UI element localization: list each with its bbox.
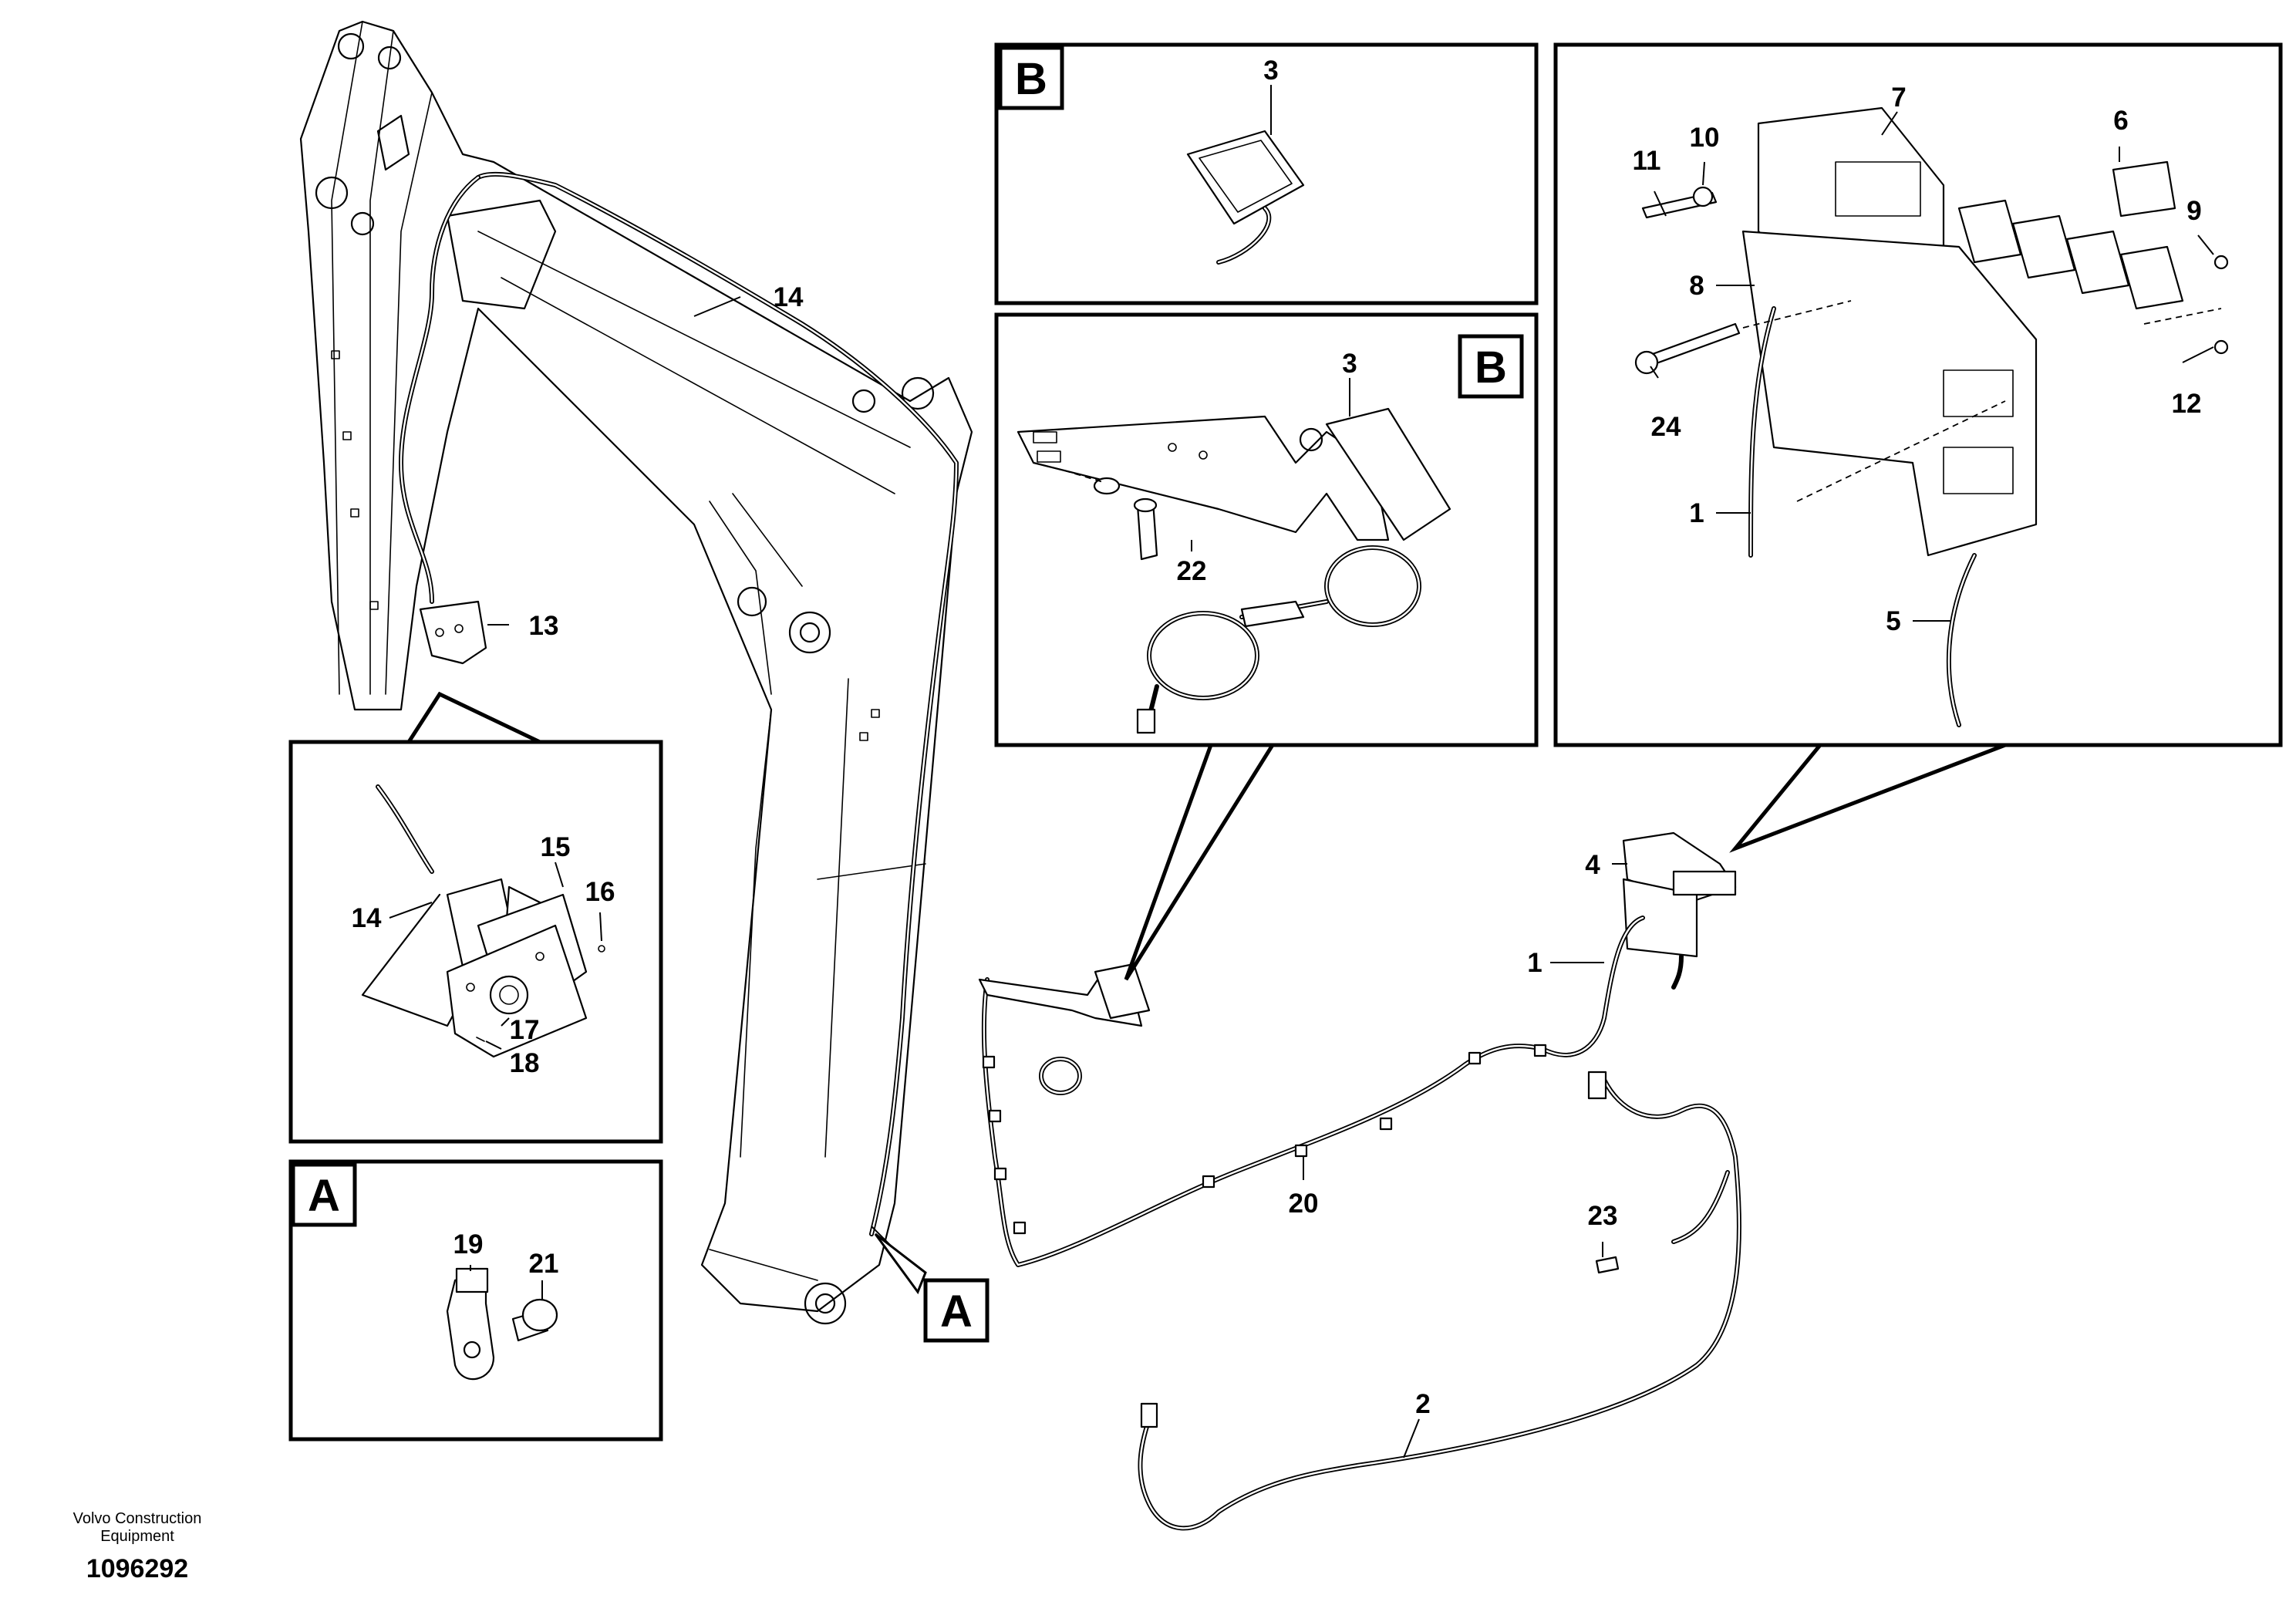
callout-4: 4 xyxy=(1585,850,1600,880)
detail-control-unit xyxy=(1553,42,2283,747)
callout-10: 10 xyxy=(1690,123,1720,153)
callout-13: 13 xyxy=(529,611,559,641)
callout-6: 6 xyxy=(2113,106,2128,136)
brand-line-1: Volvo Construction xyxy=(73,1510,202,1527)
callout-8: 8 xyxy=(1689,271,1704,301)
b-detail-pointer xyxy=(1124,743,1276,981)
callout-18: 18 xyxy=(510,1048,540,1078)
callout-1-top: 1 xyxy=(1689,498,1704,528)
callout-21: 21 xyxy=(529,1249,559,1279)
inset-bracket-sensor xyxy=(288,740,663,1144)
detail-tag-a-pointer: A xyxy=(940,1286,973,1337)
inset-pointer xyxy=(405,691,541,744)
callout-24: 24 xyxy=(1651,412,1681,442)
detail-bracket-cable xyxy=(994,312,1539,747)
callout-11: 11 xyxy=(1633,146,1661,176)
leader-lines xyxy=(389,85,2214,1458)
callout-5: 5 xyxy=(1886,606,1900,636)
callout-14-boom: 14 xyxy=(774,282,804,312)
brand-line-2: Equipment xyxy=(100,1528,174,1545)
callout-3-bracket: 3 xyxy=(1342,349,1357,379)
main-harness xyxy=(978,831,1741,1531)
callout-19: 19 xyxy=(453,1229,484,1259)
drawing-number: 1096292 xyxy=(86,1554,188,1583)
callout-14-inset: 14 xyxy=(352,903,382,933)
callout-1-main: 1 xyxy=(1527,948,1542,978)
detail-tag-b-inset-box xyxy=(998,46,1064,110)
control-unit-pointer xyxy=(1729,743,2006,853)
callout-20: 20 xyxy=(1289,1189,1319,1219)
callout-17: 17 xyxy=(510,1015,540,1045)
callout-3-top: 3 xyxy=(1263,56,1278,86)
callout-23: 23 xyxy=(1588,1201,1618,1231)
callout-7: 7 xyxy=(1891,83,1906,113)
detail-tag-b-pointer-box xyxy=(1458,334,1524,399)
detail-tag-a-inset-box xyxy=(291,1162,357,1227)
a-pointer-arrow xyxy=(874,1233,927,1295)
callout-22: 22 xyxy=(1177,556,1207,586)
detail-tag-a-pointer-box xyxy=(923,1278,990,1343)
detail-tag-b-inset: B xyxy=(1015,54,1047,104)
callout-16: 16 xyxy=(585,877,615,907)
callout-9: 9 xyxy=(2186,196,2201,226)
detail-b-sensor xyxy=(994,42,1539,305)
detail-tag-b-pointer: B xyxy=(1475,342,1507,393)
callout-12: 12 xyxy=(2172,389,2202,419)
callout-2: 2 xyxy=(1415,1389,1430,1419)
callout-15: 15 xyxy=(541,832,571,862)
excavator-arm xyxy=(299,20,973,1325)
detail-tag-a-inset: A xyxy=(308,1171,340,1221)
